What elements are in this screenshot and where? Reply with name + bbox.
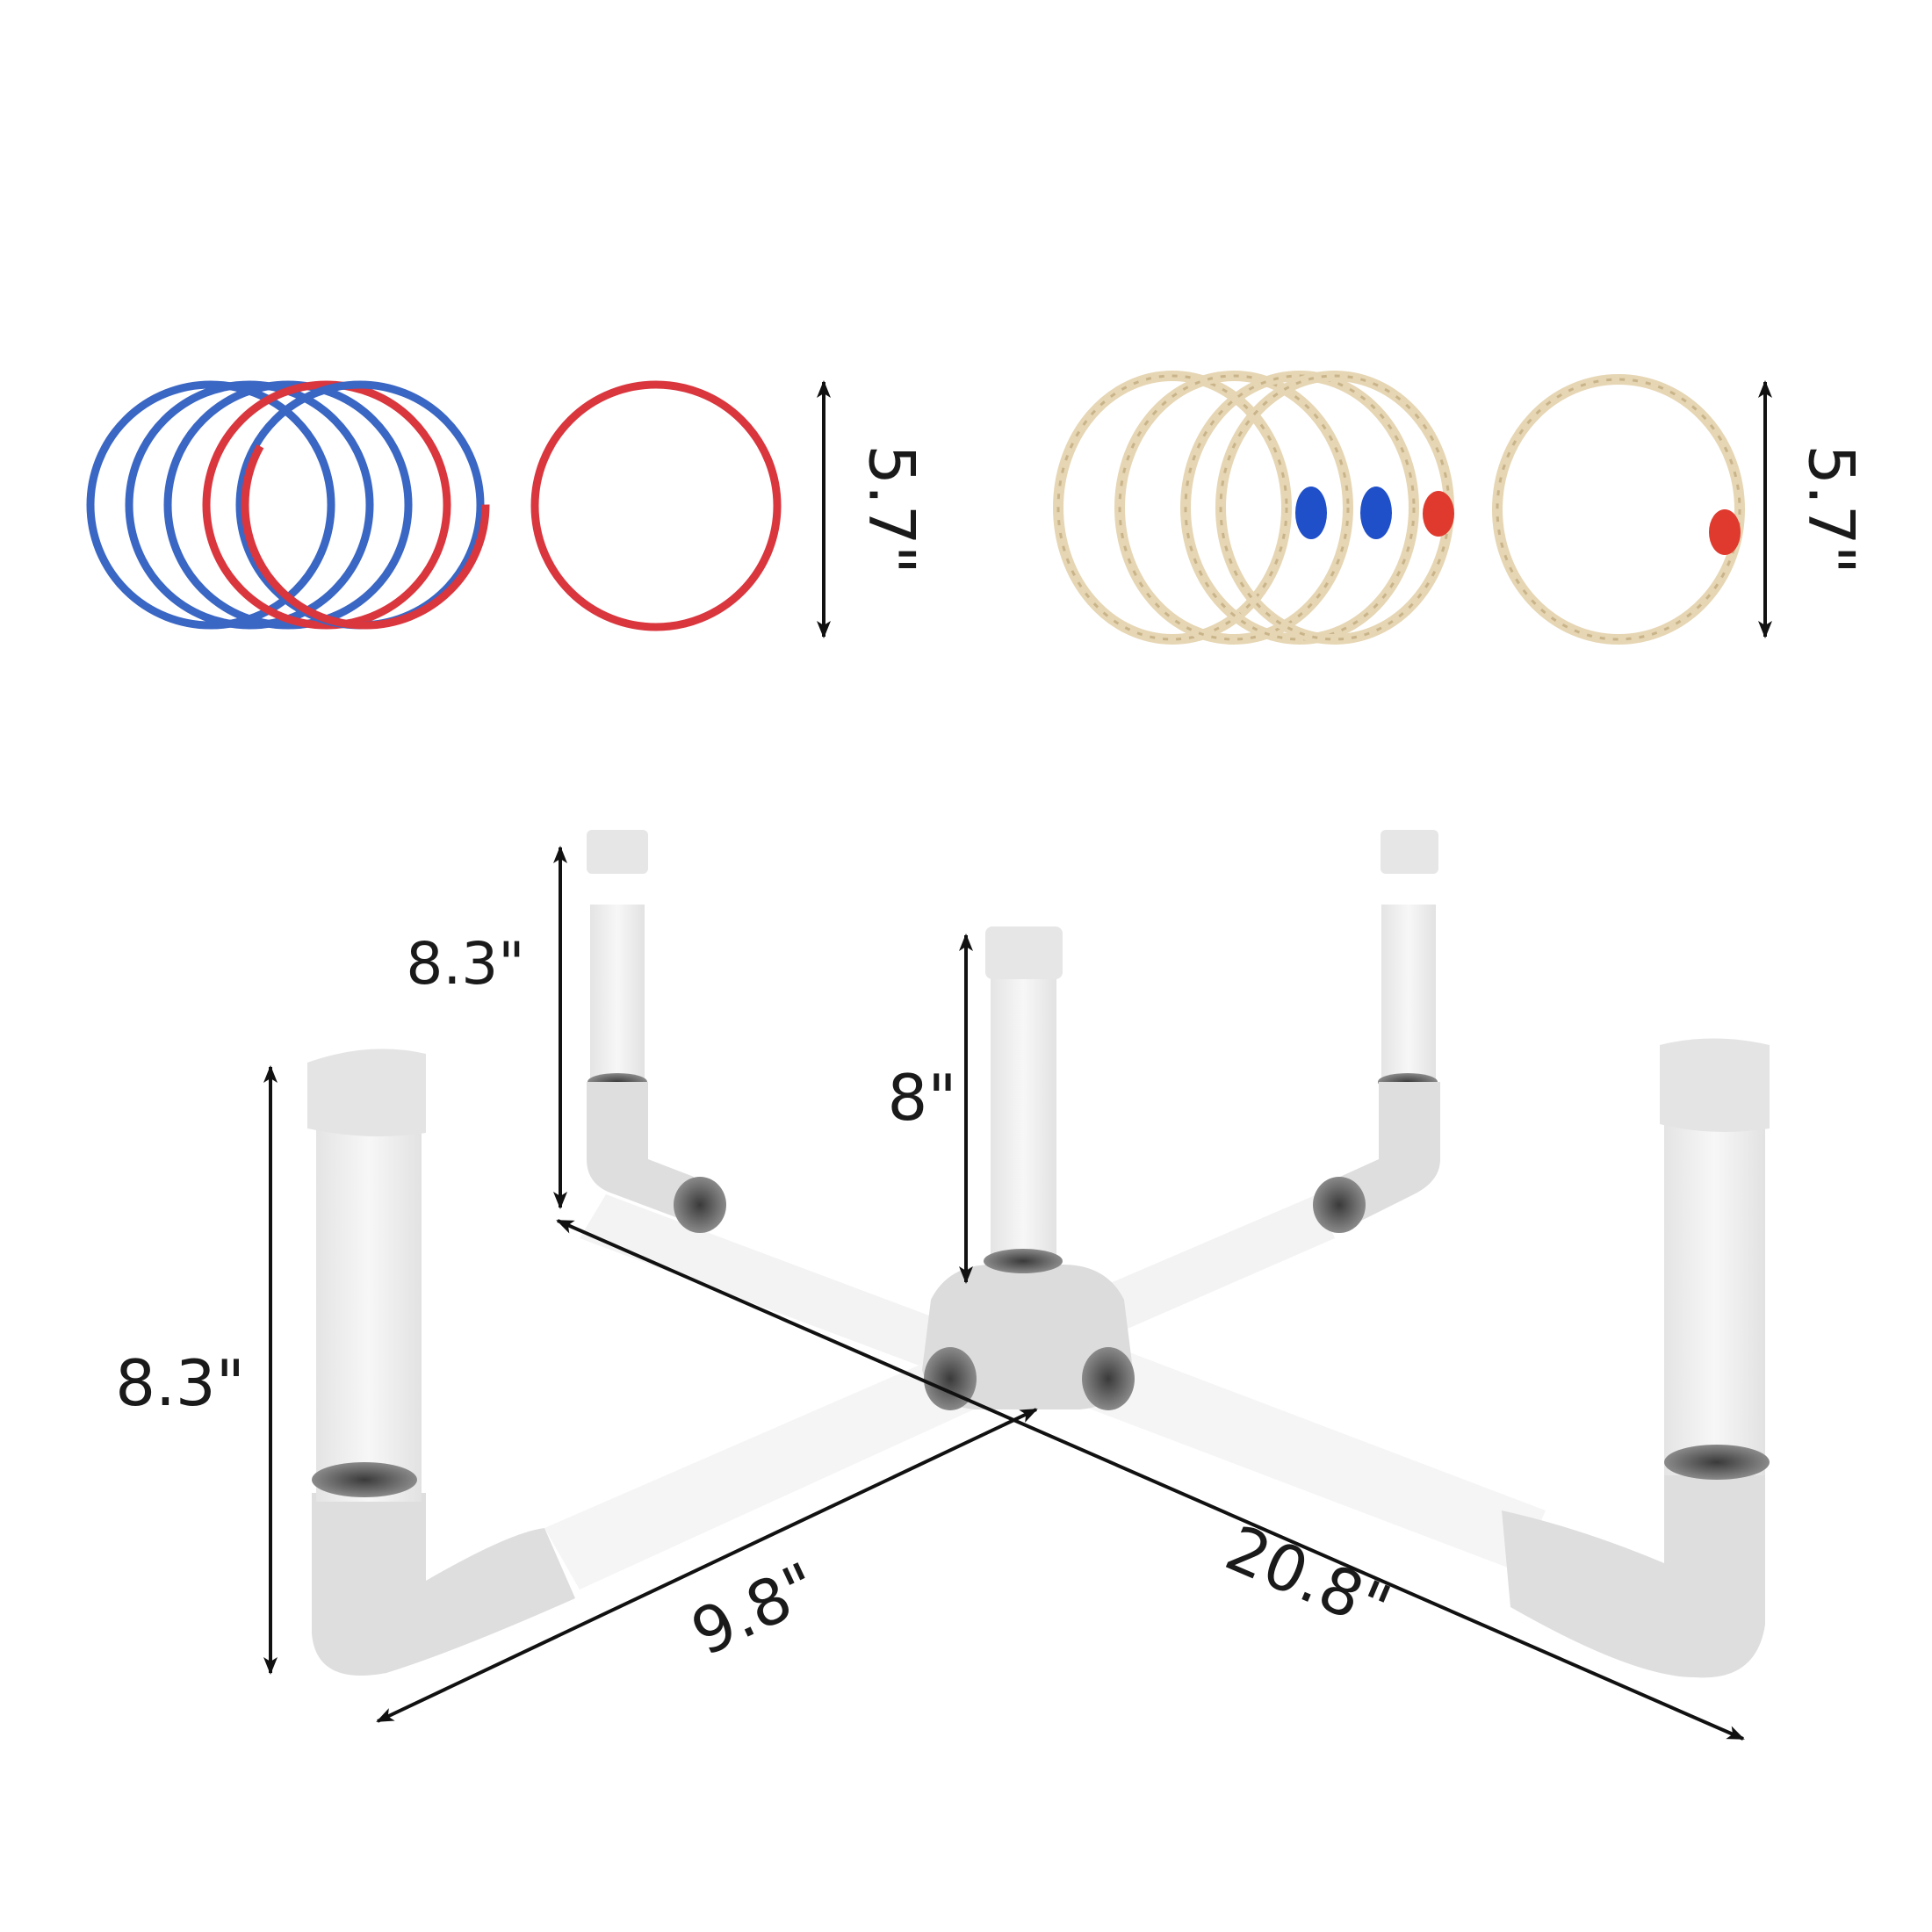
- plastic-ring-diameter-label: 5.7": [854, 444, 928, 574]
- hub-socket-right: [1082, 1347, 1135, 1410]
- plastic-ring-dimension: 5.7": [817, 380, 928, 638]
- red-ring-single: [530, 380, 782, 631]
- blue-ring-3: [163, 380, 413, 630]
- blue-ring-1: [86, 380, 335, 630]
- blue-ring-2: [125, 380, 374, 630]
- center-hub: [922, 1249, 1135, 1410]
- back-right-socket: [1313, 1177, 1366, 1233]
- center-post: [985, 926, 1063, 1273]
- knot-red-2: [1709, 509, 1741, 555]
- ring-toss-stand: [307, 830, 1770, 1678]
- rope-ring-dimension: 5.7": [1758, 380, 1868, 638]
- plastic-rings-group: [86, 380, 782, 631]
- knot-blue-2: [1360, 487, 1392, 539]
- back-right-arm: [1071, 830, 1440, 1344]
- knot-blue-1: [1295, 487, 1327, 539]
- dimension-arrow-icon: [556, 1219, 1745, 1741]
- red-ring-1: [202, 380, 451, 630]
- knot-red-1: [1423, 491, 1454, 537]
- long-span-length-label: 20.8": [1215, 1511, 1401, 1646]
- rope-rings-group: [1053, 371, 1745, 645]
- back-left-socket: [674, 1177, 726, 1233]
- front-left-post-height-label: 8.3": [115, 1346, 245, 1420]
- rope-ring-diameter-label: 5.7": [1794, 444, 1868, 574]
- center-post-height-label: 8": [888, 1061, 957, 1135]
- back-left-post-height-label: 8.3": [406, 930, 524, 998]
- red-ring-2: [241, 380, 490, 630]
